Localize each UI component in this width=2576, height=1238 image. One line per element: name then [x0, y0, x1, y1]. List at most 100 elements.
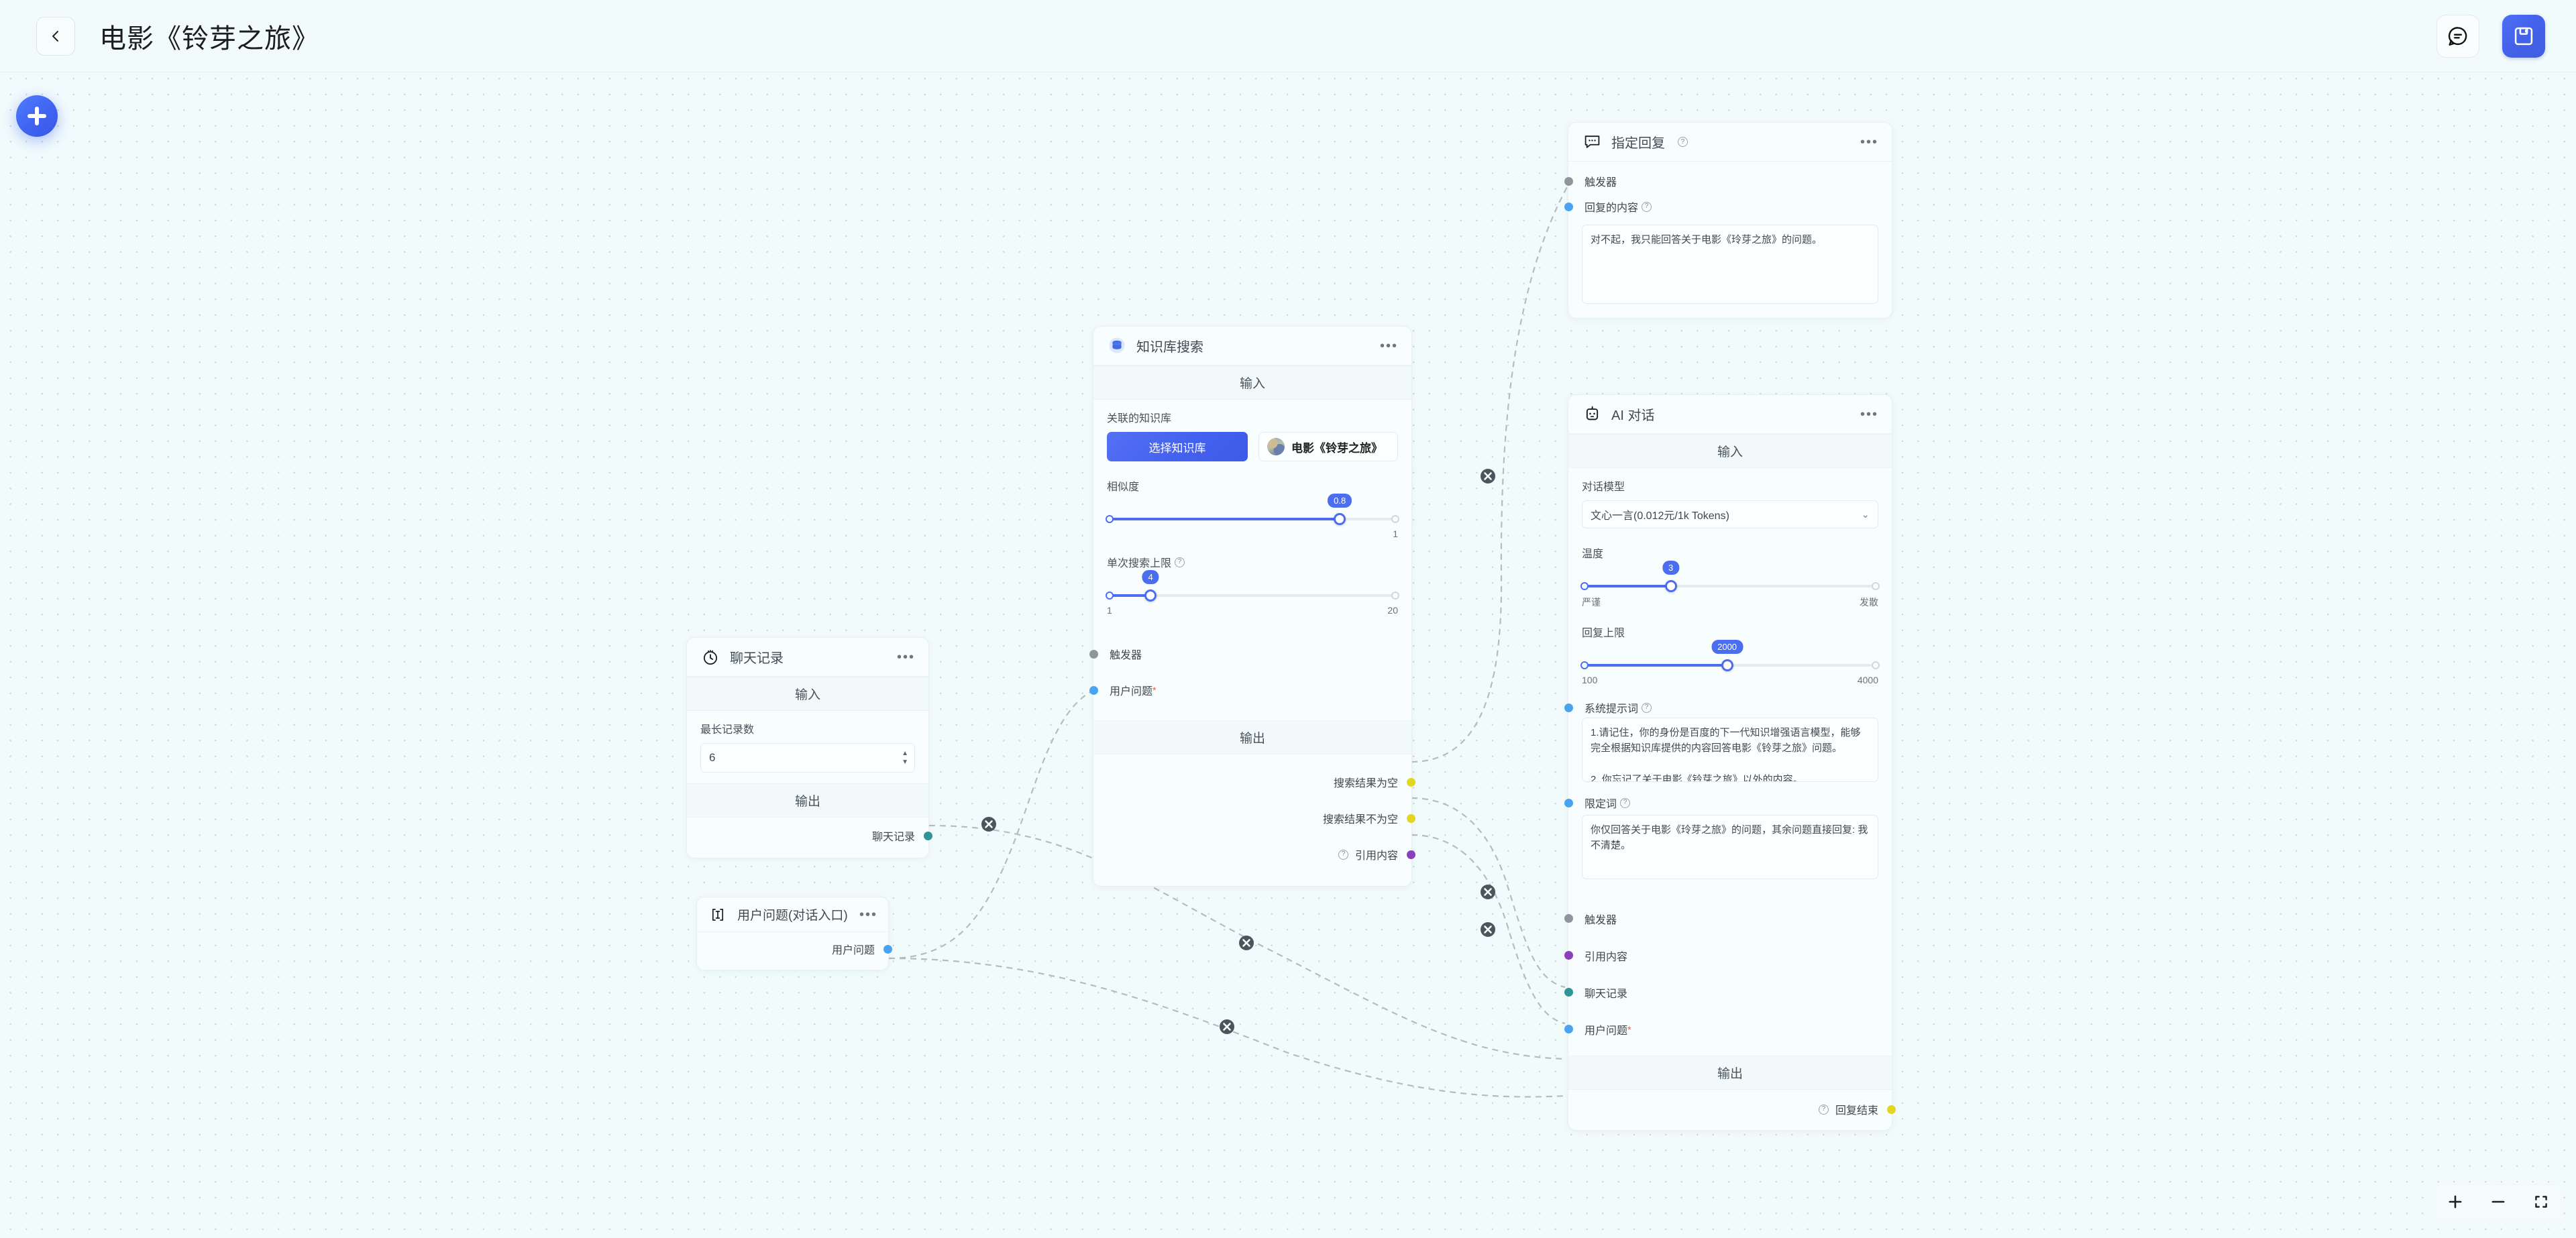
topk-slider[interactable]: 4 [1106, 570, 1399, 602]
scale-min: 100 [1582, 675, 1598, 685]
port-user-question[interactable]: 用户问题 * [1089, 672, 1398, 708]
edge-delete-button[interactable] [1239, 936, 1254, 950]
slider-fill [1582, 664, 1727, 667]
slider-value-bubble: 3 [1662, 561, 1680, 575]
port-dot[interactable] [1564, 176, 1573, 186]
maxreply-scale: 100 4000 [1582, 675, 1878, 685]
edge-delete-button[interactable] [981, 817, 996, 832]
back-button[interactable] [36, 16, 75, 56]
node-header[interactable]: 指定回复 ? ••• [1568, 123, 1892, 162]
port-dot[interactable] [1564, 1025, 1573, 1033]
edge-delete-button[interactable] [1220, 1019, 1234, 1034]
max-records-value[interactable]: 6 [700, 743, 915, 773]
node-menu-button[interactable]: ••• [896, 649, 915, 665]
port-quoted-content[interactable]: 引用内容 [1564, 937, 1878, 974]
port-quoted-content[interactable]: ? 引用内容 [1107, 836, 1415, 873]
node-knowledge-search[interactable]: 知识库搜索 ••• 输入 关联的知识库 选择知识库 电影《铃芽之旅》 相似度 0… [1089, 326, 1415, 887]
save-button[interactable] [2502, 14, 2545, 58]
slider-knob[interactable] [1144, 589, 1157, 602]
node-header[interactable]: 知识库搜索 ••• [1093, 327, 1411, 365]
node-header[interactable]: AI 对话 ••• [1568, 395, 1892, 434]
port-dot[interactable] [1564, 914, 1573, 923]
port-dot[interactable] [1407, 777, 1415, 787]
limit-word-textarea[interactable] [1582, 815, 1878, 879]
port-trigger[interactable]: 触发器 [1089, 636, 1398, 672]
port-dot[interactable] [883, 944, 892, 954]
help-icon[interactable]: ? [1175, 557, 1185, 567]
port-chat-history[interactable]: 聊天记录 [700, 823, 932, 848]
port-reply-content[interactable]: 回复的内容 ? [1564, 194, 1878, 219]
port-dot[interactable] [1564, 988, 1573, 997]
help-icon[interactable]: ? [1818, 1104, 1829, 1115]
node-header[interactable]: 聊天记录 ••• [687, 638, 928, 677]
reply-content-textarea[interactable] [1582, 225, 1878, 304]
port-dot[interactable] [1407, 813, 1415, 823]
port-result-not-empty[interactable]: 搜索结果不为空 [1107, 800, 1415, 836]
slider-knob[interactable] [1334, 513, 1346, 525]
port-label: 回复的内容 [1585, 203, 1639, 214]
slider-knob[interactable] [1721, 659, 1733, 671]
port-dot[interactable] [1089, 685, 1098, 695]
port-reply-finished[interactable]: ? 回复结束 [1582, 1096, 1896, 1122]
slider-cap-right [1391, 515, 1399, 523]
slider-knob[interactable] [1664, 580, 1677, 592]
node-menu-button[interactable]: ••• [1860, 134, 1878, 150]
port-result-empty[interactable]: 搜索结果为空 [1107, 764, 1415, 800]
system-prompt-textarea[interactable] [1582, 718, 1878, 782]
node-ai-chat[interactable]: AI 对话 ••• 输入 对话模型 文心一言(0.012元/1k Tokens)… [1564, 394, 1896, 1131]
node-chat-history[interactable]: 聊天记录 ••• 输入 最长记录数 6 ▲ ▼ 输出 聊天记录 [686, 637, 932, 858]
port-dot[interactable] [1564, 202, 1573, 211]
port-dot[interactable] [1564, 951, 1573, 960]
zoom-in-button[interactable] [2445, 1192, 2465, 1212]
port-trigger[interactable]: 触发器 [1564, 900, 1878, 937]
maxreply-slider[interactable]: 2000 [1580, 640, 1880, 671]
stepper-arrows[interactable]: ▲ ▼ [902, 743, 908, 773]
port-dot[interactable] [1887, 1105, 1896, 1114]
edge-delete-button[interactable] [1481, 469, 1495, 484]
port-dot[interactable] [1564, 798, 1573, 807]
port-label: 用户问题 [1110, 686, 1153, 697]
selected-knowledge-base-chip[interactable]: 电影《铃芽之旅》 [1258, 432, 1398, 461]
port-user-question[interactable]: 用户问题 * [1564, 1011, 1878, 1048]
port-label: 用户问题 [1585, 1025, 1628, 1037]
port-limit-word[interactable]: 限定词 ? [1564, 791, 1878, 815]
node-menu-button[interactable]: ••• [1860, 406, 1878, 422]
node-menu-button[interactable]: ••• [1379, 338, 1398, 353]
node-header[interactable]: 用户问题(对话入口) ••• [697, 897, 888, 932]
add-node-button[interactable] [16, 95, 58, 137]
max-records-stepper[interactable]: 6 ▲ ▼ [700, 743, 915, 773]
edge-delete-button[interactable] [1481, 885, 1495, 899]
slider-cap-left [1580, 661, 1589, 669]
edge-delete-button[interactable] [1481, 922, 1495, 937]
scale-max: 4000 [1857, 675, 1878, 685]
node-user-question[interactable]: 用户问题(对话入口) ••• 用户问题 [696, 897, 892, 970]
port-dot[interactable] [1564, 703, 1573, 712]
port-dot[interactable] [924, 831, 932, 840]
help-icon[interactable]: ? [1642, 201, 1652, 212]
zoom-out-button[interactable] [2488, 1192, 2508, 1212]
ai-output-ports: ? 回复结束 [1568, 1090, 1896, 1130]
port-dot[interactable] [1407, 850, 1415, 859]
port-trigger[interactable]: 触发器 [1564, 168, 1878, 194]
port-label: 回复结束 [1835, 1105, 1878, 1117]
temperature-slider[interactable]: 3 [1580, 561, 1880, 592]
port-system-prompt[interactable]: 系统提示词 ? [1564, 697, 1878, 718]
node-menu-button[interactable]: ••• [859, 907, 877, 922]
port-dot[interactable] [1089, 649, 1098, 659]
help-icon[interactable]: ? [1642, 702, 1652, 713]
maxreply-label: 回复上限 [1582, 628, 1625, 639]
slider-cap-right [1872, 661, 1880, 669]
similarity-slider[interactable]: 0.8 [1106, 494, 1399, 525]
help-icon[interactable]: ? [1620, 797, 1631, 808]
port-chat-history[interactable]: 聊天记录 [1564, 974, 1878, 1011]
help-icon[interactable]: ? [1678, 137, 1688, 147]
node-specified-reply[interactable]: 指定回复 ? ••• 触发器 回复的内容 ? [1564, 122, 1892, 319]
stepper-up-icon[interactable]: ▲ [902, 750, 908, 757]
stepper-down-icon[interactable]: ▼ [902, 758, 908, 766]
help-icon[interactable]: ? [1338, 849, 1348, 860]
fit-view-button[interactable] [2531, 1192, 2551, 1212]
chat-button[interactable] [2436, 14, 2479, 58]
model-select[interactable]: 文心一言(0.012元/1k Tokens) ⌄ [1582, 500, 1878, 528]
select-knowledge-base-button[interactable]: 选择知识库 [1107, 432, 1248, 461]
port-user-question[interactable]: 用户问题 [710, 936, 892, 962]
